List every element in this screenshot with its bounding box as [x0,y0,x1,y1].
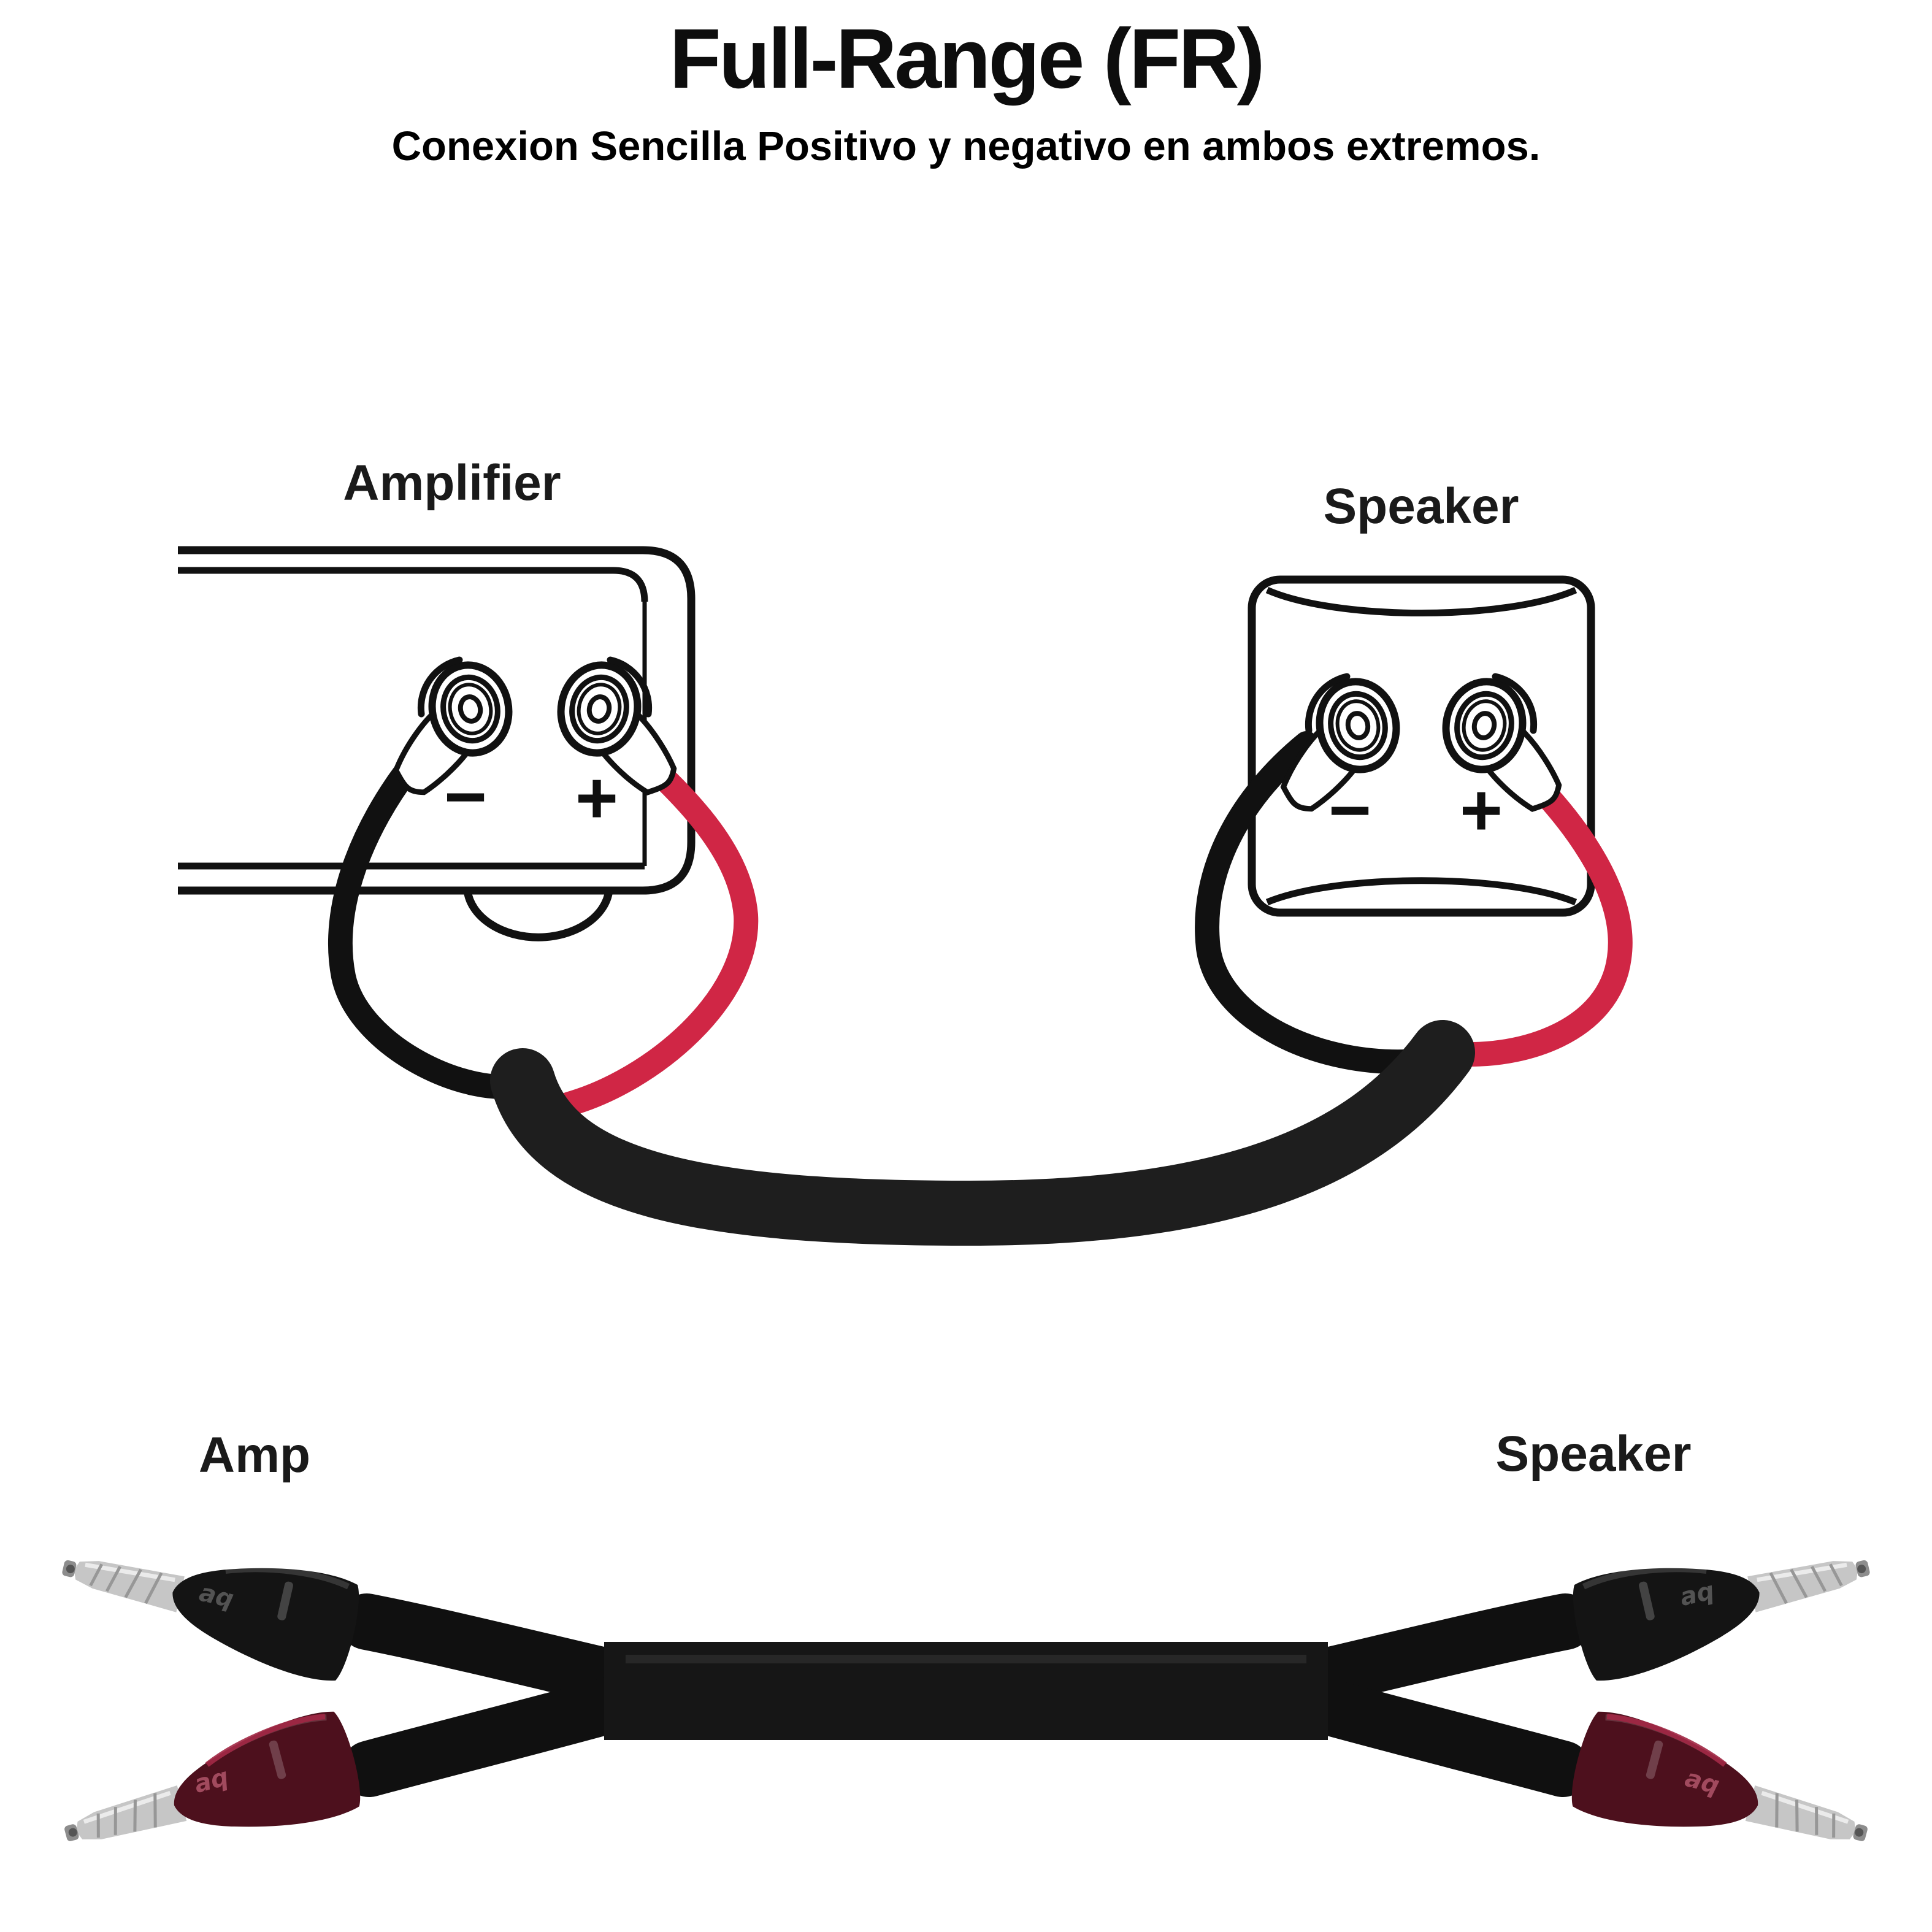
page-subtitle: Conexion Sencilla Positivo y negativo en… [391,123,1541,169]
post-collar-amp-negative [417,656,463,718]
speaker-box [1248,575,1595,917]
amp-positive-sign: + [575,757,618,839]
amp-negative-wire [328,751,537,1099]
red-connector-rim-highlight [205,1714,326,1767]
connector-black-speaker-side-body [1566,1516,1880,1685]
binding-post-speaker-negative [1316,678,1400,773]
connector-red-speaker-side [1565,1706,1880,1885]
photo-speaker-label: Speaker [1495,1426,1691,1482]
product-cable-photo: aq aq aq aq Amp Speaker [52,1426,1880,1885]
cable-branch-speaker-red [1284,1674,1591,1797]
amplifier-chassis-outline [178,546,696,895]
cable-branch-speaker-black [1284,1593,1593,1708]
speaker-negative-wire [1195,731,1430,1075]
binding-post-speaker-positive [1442,678,1527,773]
page-title: Full-Range (FR) [669,12,1265,106]
amplifier-box [178,546,696,941]
speaker-label: Speaker [1323,478,1519,534]
wiring-diagram: Amplifier Speaker − + − + [178,455,1633,1246]
binding-post-amp-positive [557,661,642,757]
binding-post-amp-negative [428,661,513,757]
speaker-bottom-curve [1265,877,1577,906]
amplifier-panel-top-line [178,567,648,602]
amp-positive-wire [557,719,759,1116]
photo-amp-label: Amp [199,1427,310,1483]
post-collar-speaker-negative [1305,673,1351,734]
cable-jacket [490,1020,1475,1246]
connector-black-speaker-side [1566,1516,1880,1685]
post-collar-speaker-positive [1492,673,1538,734]
connector-red-amp-side [52,1706,367,1885]
cable-branch-amp-black [339,1593,648,1708]
cable-branch-amp-red [341,1674,648,1797]
speaker-top-curve [1265,586,1577,616]
speaker-negative-sign: − [1328,769,1371,851]
amplifier-port-arc [463,890,613,941]
speaker-positive-wire [1444,734,1633,1067]
connector-red-speaker-side-body [1565,1706,1880,1885]
post-collar-amp-positive [607,656,653,718]
speaker-cabinet-outline [1248,575,1595,917]
amplifier-label: Amplifier [343,455,561,511]
red-connector-rim-highlight [1606,1714,1727,1767]
speaker-positive-sign: + [1460,769,1503,851]
amp-negative-sign: − [444,756,487,838]
